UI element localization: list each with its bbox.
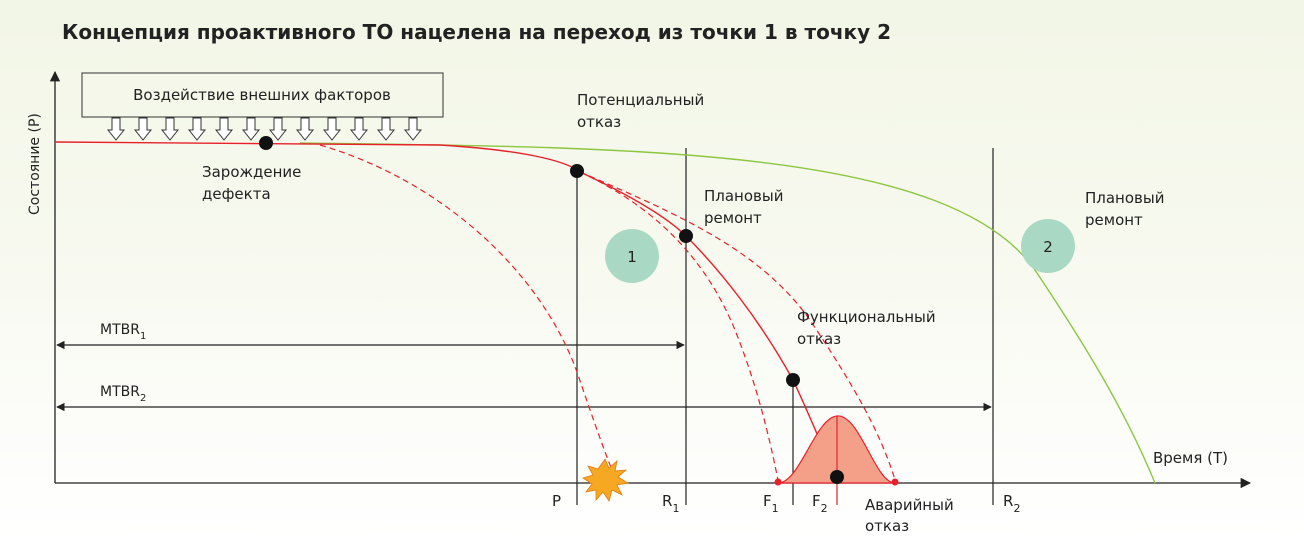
- x-tick-f2: F2: [812, 492, 828, 515]
- down-arrow-icon: [214, 117, 234, 141]
- mtbr2-label: MTBR2: [100, 384, 146, 404]
- emergency-marker: [891, 478, 899, 486]
- late-failure-curve: [579, 171, 896, 481]
- point-2-circle: [1021, 219, 1075, 273]
- down-arrow-icon: [106, 117, 126, 141]
- down-arrow-icon: [295, 117, 315, 141]
- y-axis-label: Состояние (P): [27, 113, 43, 215]
- functional-failure-label: Функциональный отказ: [797, 308, 940, 348]
- down-arrow-icon: [349, 117, 369, 141]
- down-arrow-icon: [187, 117, 207, 141]
- down-arrow-icon: [403, 117, 423, 141]
- down-arrow-icon: [268, 117, 288, 141]
- x-tick-r1: R1: [662, 492, 679, 515]
- external-factors-box: [81, 72, 444, 118]
- point-2-label: 2: [1043, 238, 1053, 256]
- diagram-title: Концепция проактивного ТО нацелена на пе…: [62, 20, 892, 44]
- potential-failure-label: Потенциальный отказ: [577, 91, 709, 131]
- x-tick-r2: R2: [1003, 492, 1020, 515]
- down-arrow-icon: [133, 117, 153, 141]
- point-1-label: 1: [627, 248, 637, 266]
- planned-repair-1-label: Плановый ремонт: [704, 187, 788, 227]
- down-arrow-icon: [241, 117, 261, 141]
- x-tick-f1: F1: [763, 492, 779, 515]
- down-arrow-icon: [376, 117, 396, 141]
- planned-repair-2-label: Плановый ремонт: [1085, 189, 1169, 229]
- f2-dot: [830, 470, 844, 484]
- planned-repair-dot: [679, 229, 693, 243]
- point-1-circle: [605, 229, 659, 283]
- improved-curve: [299, 142, 1156, 484]
- explosion-icon: [582, 458, 630, 502]
- down-arrow-icon: [322, 117, 342, 141]
- x-tick-p: P: [552, 492, 561, 510]
- defect-origin-label: Зарождение дефекта: [202, 163, 306, 203]
- external-factor-arrows: [106, 117, 423, 141]
- f1-marker: [774, 478, 782, 486]
- potential-failure-dot: [570, 164, 584, 178]
- emergency-failure-label: Аварийный отказ: [865, 496, 959, 535]
- x-axis-label: Время (T): [1153, 449, 1228, 467]
- functional-failure-dot: [786, 373, 800, 387]
- mtbr1-label: MTBR1: [100, 322, 146, 342]
- defect-origin-dot: [259, 136, 273, 150]
- external-factors-label: Воздействие внешних факторов: [133, 86, 391, 104]
- down-arrow-icon: [160, 117, 180, 141]
- early-failure-curve: [319, 144, 613, 471]
